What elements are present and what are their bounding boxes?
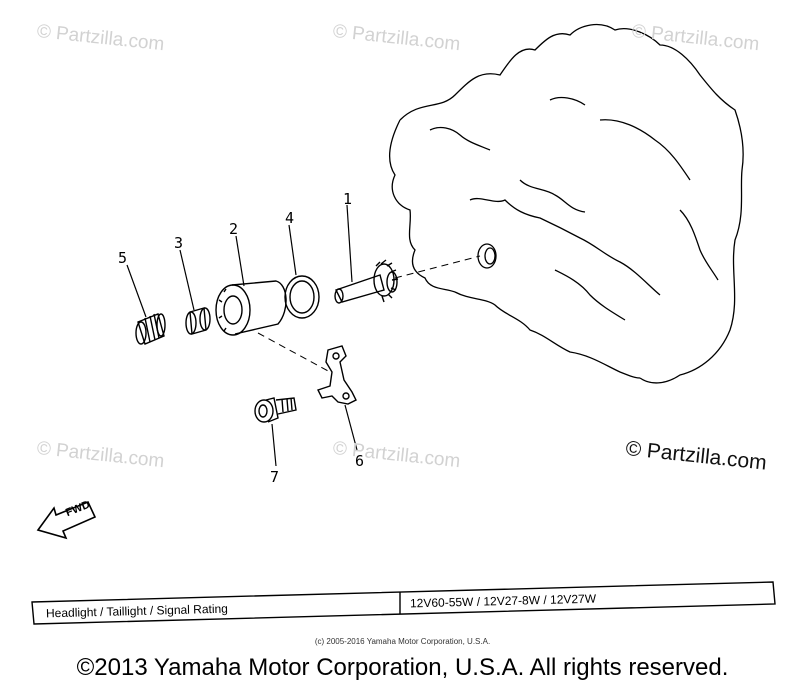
small-copyright: (c) 2005-2016 Yamaha Motor Corporation, … — [314, 637, 491, 646]
case-boss — [477, 243, 497, 269]
fwd-arrow-icon — [36, 500, 97, 540]
callout-number: 5 — [118, 249, 128, 267]
callout-number: 4 — [285, 209, 295, 227]
bushing-part — [185, 307, 211, 335]
threaded-nut-part — [135, 313, 166, 345]
alignment-lines — [257, 255, 481, 373]
callout-number: 7 — [270, 468, 280, 486]
gear-shaft-part — [334, 259, 399, 304]
callout-number: 2 — [229, 220, 239, 238]
callout-leaders — [126, 204, 358, 467]
bracket-part — [317, 345, 357, 405]
engine-case-outline — [388, 23, 744, 384]
copyright-notice: ©2013 Yamaha Motor Corporation, U.S.A. A… — [76, 654, 729, 681]
callout-number: 3 — [174, 234, 184, 252]
rating-table-border — [31, 581, 776, 625]
bolt-part — [254, 397, 297, 423]
housing-part — [215, 280, 287, 336]
callout-number: 6 — [355, 452, 365, 470]
o-ring-part — [284, 275, 320, 319]
callout-number: 1 — [343, 190, 353, 208]
